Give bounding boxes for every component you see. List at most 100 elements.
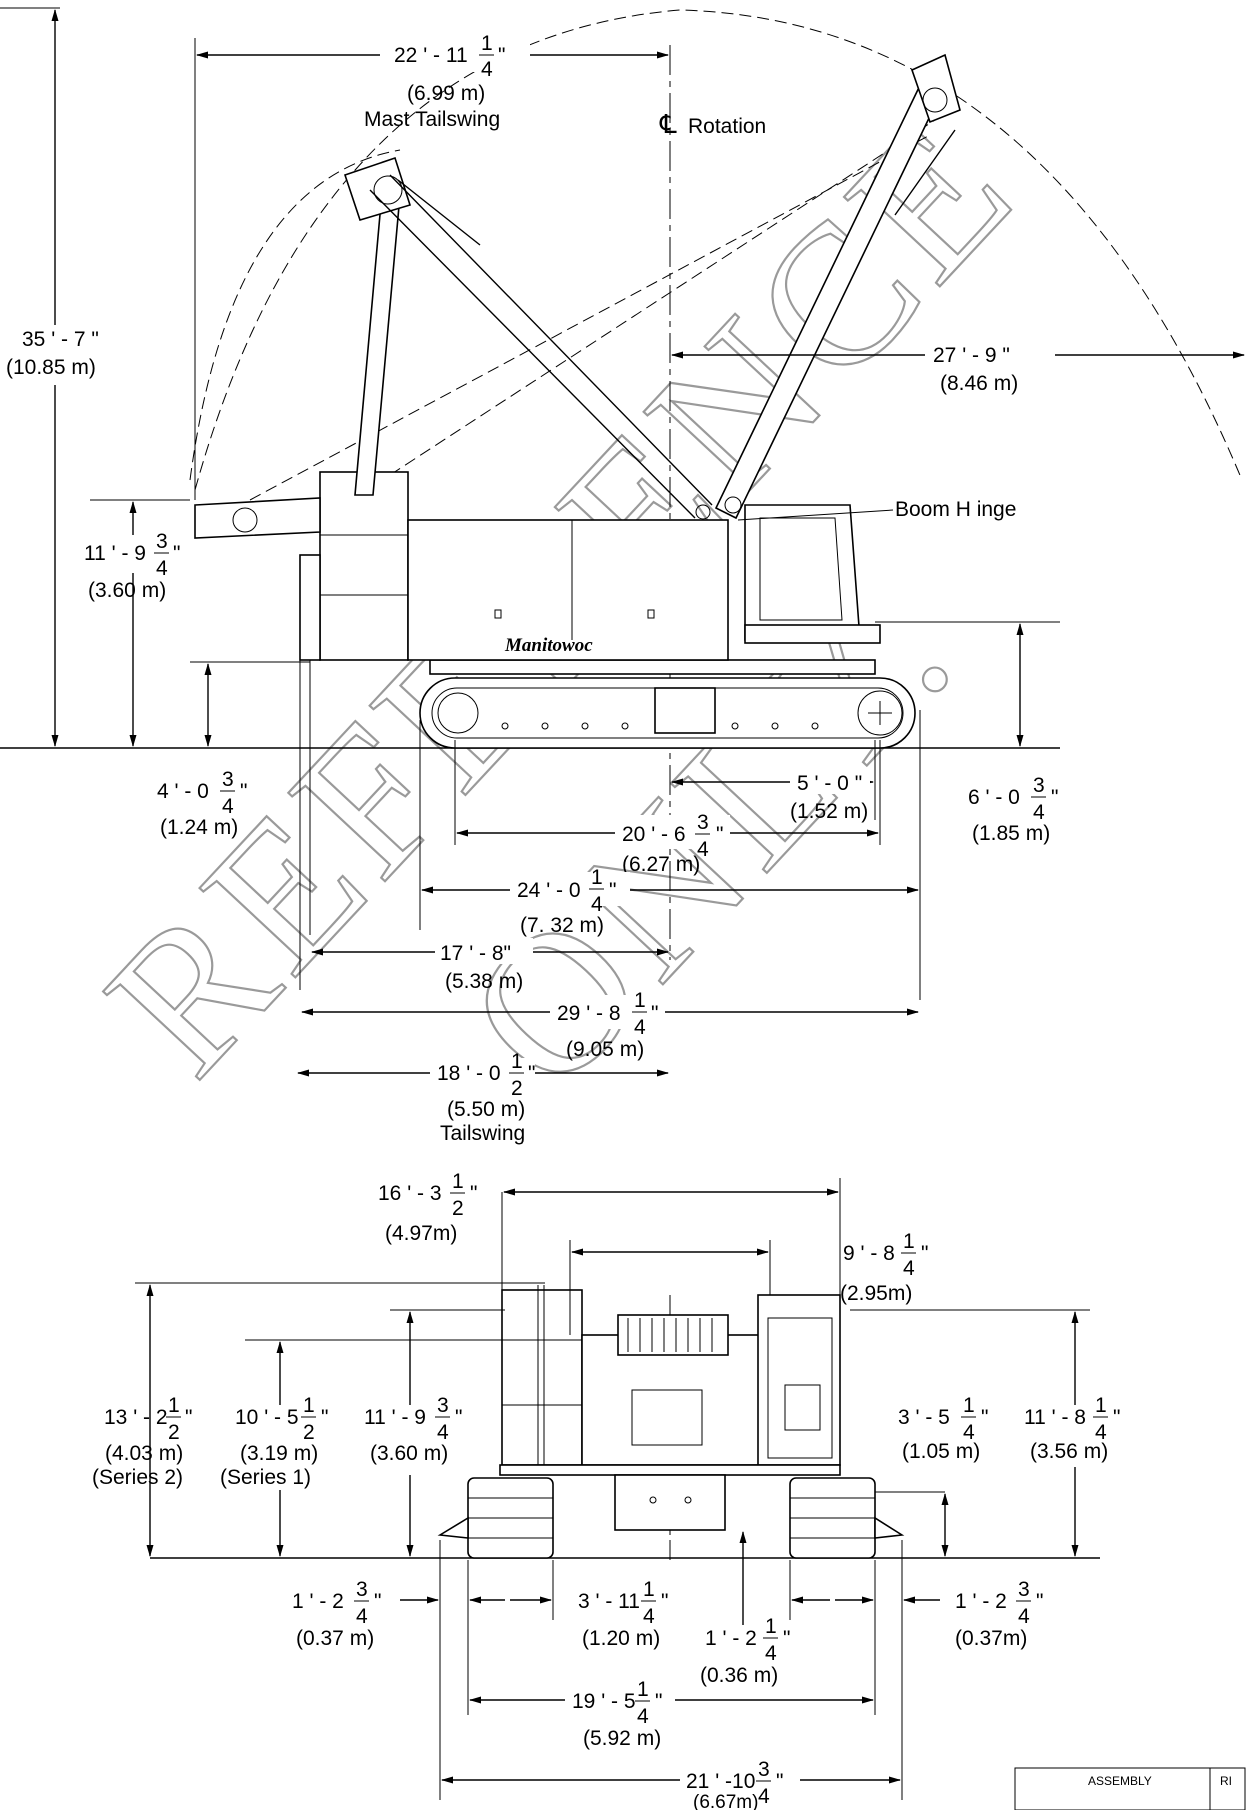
svg-text:(0.37 m): (0.37 m) [296, 1627, 374, 1650]
mast-tailswing-dimension: 22 ' - 11 1 4 " (6.99 m) Mast Tailswing [364, 32, 530, 131]
cab-height-dimension: 11 ' - 8 1 4 " (3.56 m) [1022, 1394, 1130, 1467]
mast-arc [189, 149, 401, 481]
svg-text:4: 4 [765, 1642, 777, 1665]
svg-text:": " [470, 1182, 477, 1205]
svg-text:": " [528, 1062, 535, 1085]
svg-text:(Series 1): (Series 1) [220, 1466, 311, 1489]
svg-text:": " [498, 44, 505, 67]
side-view-labels: 22 ' - 11 1 4 " (6.99 m) Mast Tailswing … [6, 32, 1058, 1145]
svg-text:(3.19 m): (3.19 m) [240, 1442, 318, 1465]
svg-text:": " [661, 1590, 668, 1613]
svg-text:4: 4 [356, 1605, 368, 1628]
turntable-plate-front [499, 1464, 841, 1476]
svg-text:(Series 2): (Series 2) [92, 1466, 183, 1489]
drum-ribs [627, 1318, 713, 1352]
svg-text:4: 4 [637, 1705, 649, 1728]
mast-tailswing-label: Mast Tailswing [364, 108, 500, 131]
hoist-drum [617, 1314, 729, 1356]
track-rollers [501, 722, 819, 730]
svg-text:4: 4 [903, 1257, 915, 1280]
svg-text:21 ' -10: 21 ' -10 [686, 1770, 755, 1793]
svg-text:1 ' - 2: 1 ' - 2 [955, 1590, 1007, 1613]
svg-text:4: 4 [963, 1421, 975, 1444]
svg-text:": " [921, 1242, 928, 1265]
svg-text:(0.36 m): (0.36 m) [700, 1664, 778, 1687]
svg-text:": " [455, 1406, 462, 1429]
carbody-front [614, 1474, 726, 1531]
drive-tumbler [857, 690, 903, 736]
front-view-labels: 16 ' - 3 1 2 " (4.97m) 9 ' - 8 1 4 " (2.… [92, 1170, 1130, 1810]
svg-text:(7. 32 m): (7. 32 m) [520, 914, 604, 937]
svg-text:(10.85 m): (10.85 m) [6, 356, 96, 379]
svg-text:1: 1 [765, 1615, 777, 1638]
svg-text:4: 4 [591, 893, 603, 916]
svg-text:": " [185, 1406, 192, 1429]
svg-text:1: 1 [452, 1170, 464, 1193]
svg-text:": " [374, 1590, 381, 1613]
svg-text:3: 3 [437, 1394, 449, 1417]
svg-text:4 ' - 0: 4 ' - 0 [157, 780, 209, 803]
svg-text:16 ' - 3: 16 ' - 3 [378, 1182, 442, 1205]
svg-text:": " [655, 1690, 662, 1713]
overall-length-dimension: 29 ' - 8 1 4 " (9.05 m) [550, 989, 665, 1061]
counterweight-front [501, 1289, 583, 1466]
left-shoe-dimension: 1 ' - 2 3 4 " (0.37 m) [292, 1578, 381, 1650]
height-series2-dimension: 13 ' - 2 1 2 " (4.03 m) (Series 2) [92, 1394, 192, 1489]
svg-text:(4.03 m): (4.03 m) [105, 1442, 183, 1465]
svg-text:": " [776, 1770, 783, 1793]
svg-text:3: 3 [356, 1578, 368, 1601]
track-length-dimension: 24 ' - 0 1 4 " (7. 32 m) [510, 866, 630, 937]
svg-text:Rotation: Rotation [688, 115, 766, 138]
svg-text:(1.52 m): (1.52 m) [790, 800, 868, 823]
svg-text:1: 1 [303, 1394, 315, 1417]
tailswing-label: Tailswing [440, 1122, 525, 1145]
overall-width-metric: (6.67m) [693, 1792, 758, 1810]
svg-text:": " [609, 879, 616, 902]
tumbler-centers-dimension: 20 ' - 6 3 4 " (6.27 m) [615, 811, 730, 876]
svg-text:18 ' - 0: 18 ' - 0 [437, 1062, 501, 1085]
cab-front [757, 1294, 841, 1466]
boom-hinge-leader [737, 509, 894, 521]
assembly-label: ASSEMBLY [1088, 1774, 1152, 1788]
rear-of-carbody-dimension: 17 ' - 8" (5.38 m) [435, 938, 533, 993]
svg-text:17 ' - 8": 17 ' - 8" [440, 942, 511, 965]
tailswing-dimension: 18 ' - 0 1 2 " (5.50 m) Tailswing [430, 1050, 535, 1145]
svg-text:6 ' - 0: 6 ' - 0 [968, 786, 1020, 809]
svg-text:11 ' - 9: 11 ' - 9 [84, 542, 146, 565]
overall-width-upper-dimension: 16 ' - 3 1 2 " (4.97m) [378, 1170, 477, 1245]
svg-text:20 ' - 6: 20 ' - 6 [622, 823, 686, 846]
svg-text:(0.37m): (0.37m) [955, 1627, 1027, 1650]
svg-text:24 ' - 0: 24 ' - 0 [517, 879, 581, 902]
front-view [150, 1285, 1100, 1560]
height-series1-dimension: 10 ' - 5 1 2 " (3.19 m) (Series 1) [220, 1394, 342, 1490]
svg-text:1: 1 [511, 1050, 523, 1073]
right-shoe-tip [874, 1516, 905, 1539]
svg-text:4: 4 [634, 1016, 646, 1039]
svg-text:1: 1 [591, 866, 603, 889]
ground-clearance-front-dimension: 1 ' - 2 1 4 " (0.36 m) [700, 1615, 790, 1687]
svg-text:(5.50 m): (5.50 m) [447, 1098, 525, 1121]
boom-hinge-label: Boom H inge [895, 498, 1016, 521]
svg-text:4: 4 [1033, 801, 1045, 824]
rear-boom-stub [194, 497, 321, 539]
counterweight-stack [319, 471, 409, 661]
hinge-offset-dimension: 5 ' - 0 " (1.52 m) [790, 768, 870, 823]
svg-text:19 ' - 5: 19 ' - 5 [572, 1690, 636, 1713]
svg-text:(2.95m): (2.95m) [840, 1282, 912, 1305]
carbody-height-dimension: 3 ' - 5 1 4 " (1.05 m) [898, 1394, 988, 1463]
upperworks-housing [407, 519, 729, 661]
cab-step [744, 624, 881, 644]
svg-text:": " [651, 1002, 658, 1025]
svg-text:": " [240, 780, 247, 803]
boom-swing-arc [194, 9, 1243, 491]
overall-width-dimension: 21 ' -10 3 4 " [680, 1758, 800, 1808]
svg-text:(1.85 m): (1.85 m) [972, 822, 1050, 845]
svg-text:": " [716, 823, 723, 846]
svg-text:3 ' - 11: 3 ' - 11 [578, 1590, 640, 1613]
svg-text:4: 4 [758, 1785, 770, 1808]
svg-text:(1.20 m): (1.20 m) [582, 1627, 660, 1650]
svg-text:3: 3 [156, 530, 168, 553]
gantry-brace-2 [389, 174, 713, 506]
svg-text:1 ' - 2: 1 ' - 2 [705, 1627, 757, 1650]
